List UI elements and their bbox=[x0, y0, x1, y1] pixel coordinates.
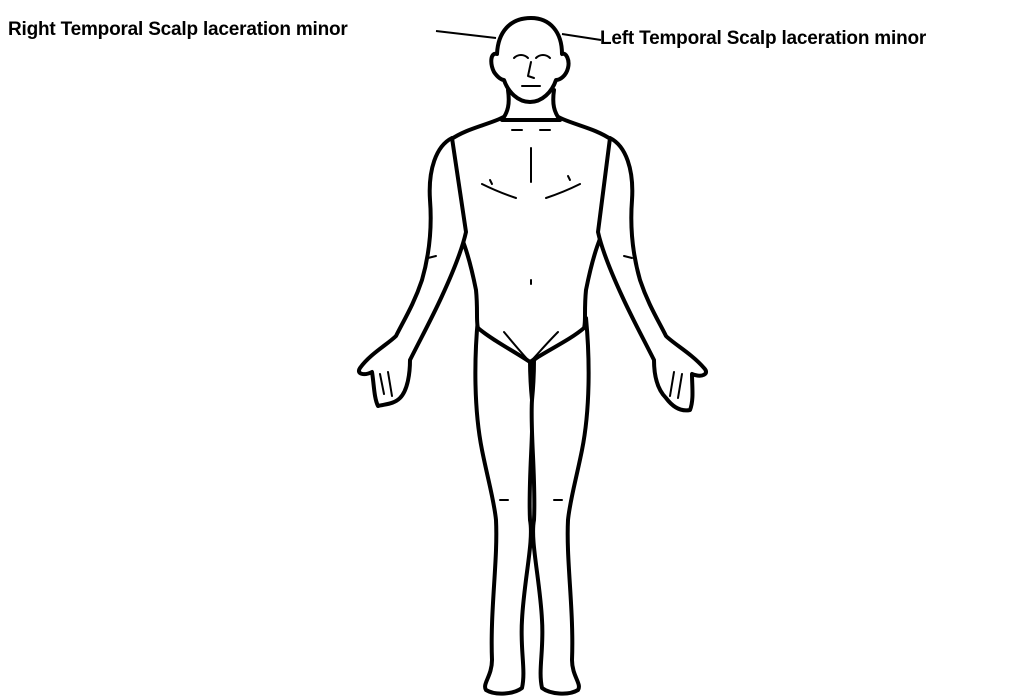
left-leg bbox=[532, 318, 589, 694]
right-leg bbox=[475, 318, 532, 694]
right-temporal-leader-line bbox=[436, 31, 496, 38]
right-temporal-annotation-label: Right Temporal Scalp laceration minor bbox=[8, 19, 348, 41]
left-temporal-annotation-label: Left Temporal Scalp laceration minor bbox=[600, 28, 926, 50]
left-temporal-leader-line bbox=[562, 34, 601, 40]
head bbox=[491, 18, 568, 102]
left-arm bbox=[598, 138, 706, 410]
right-arm bbox=[359, 138, 466, 406]
